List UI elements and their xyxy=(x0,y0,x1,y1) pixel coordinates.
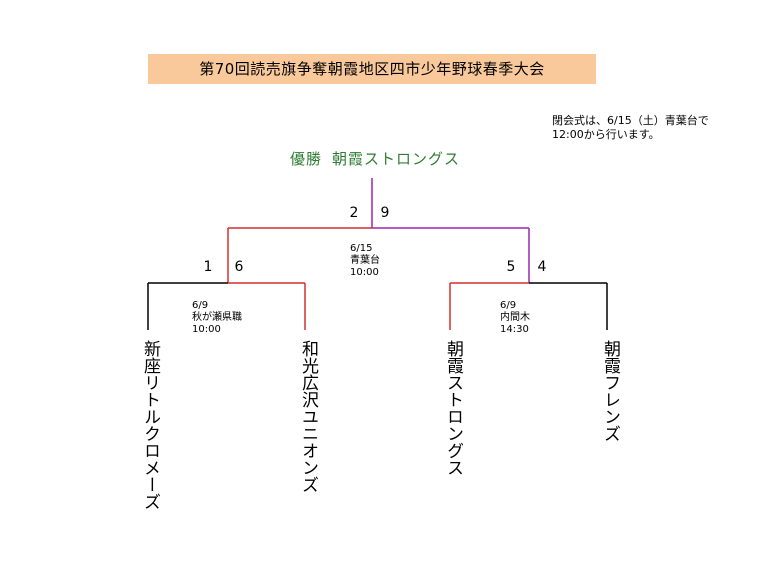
team-wako-hirosawa-unions: 和光広沢ユニオンズ xyxy=(298,340,318,493)
note-line-2: 12:00から行います。 xyxy=(552,128,660,141)
tournament-title: 第70回読売旗争奪朝霞地区四市少年野球春季大会 xyxy=(148,54,596,84)
note-line-1: 閉会式は、6/15（土）青葉台で xyxy=(552,114,709,127)
semi-left-venue: 秋が瀬県職 xyxy=(192,312,242,323)
semi-left-score-left: 1 xyxy=(203,259,213,275)
semi-left-score-right: 6 xyxy=(234,259,244,275)
semi-right-score-left: 5 xyxy=(506,259,516,275)
closing-ceremony-note: 閉会式は、6/15（土）青葉台で 12:00から行います。 xyxy=(552,114,709,142)
semi-left-time: 10:00 xyxy=(192,324,221,335)
final-score-left: 2 xyxy=(349,205,359,221)
semi-left-date: 6/9 xyxy=(192,300,209,311)
semi-right-venue: 内間木 xyxy=(500,312,530,323)
team-shinza-little-cromez: 新座リトルクロメーズ xyxy=(140,340,160,510)
final-date: 6/15 xyxy=(350,243,373,254)
semi-right-time: 14:30 xyxy=(500,324,529,335)
semi-right-score-right: 4 xyxy=(537,259,547,275)
final-time: 10:00 xyxy=(350,267,379,278)
final-score-right: 9 xyxy=(380,205,390,221)
semi-right-date: 6/9 xyxy=(500,300,517,311)
champion-banner: 優勝朝霞ストロングス xyxy=(290,148,460,169)
semi-left-info: 6/9 秋が瀬県職 10:00 xyxy=(192,300,242,336)
champion-team: 朝霞ストロングス xyxy=(332,150,461,168)
team-asaka-friends: 朝霞フレンズ xyxy=(600,340,620,442)
final-venue: 青葉台 xyxy=(350,255,380,266)
champion-label: 優勝 xyxy=(290,150,323,168)
final-info: 6/15 青葉台 10:00 xyxy=(350,243,380,279)
team-asaka-strongs: 朝霞ストロングス xyxy=(443,340,463,476)
semi-right-info: 6/9 内間木 14:30 xyxy=(500,300,530,336)
